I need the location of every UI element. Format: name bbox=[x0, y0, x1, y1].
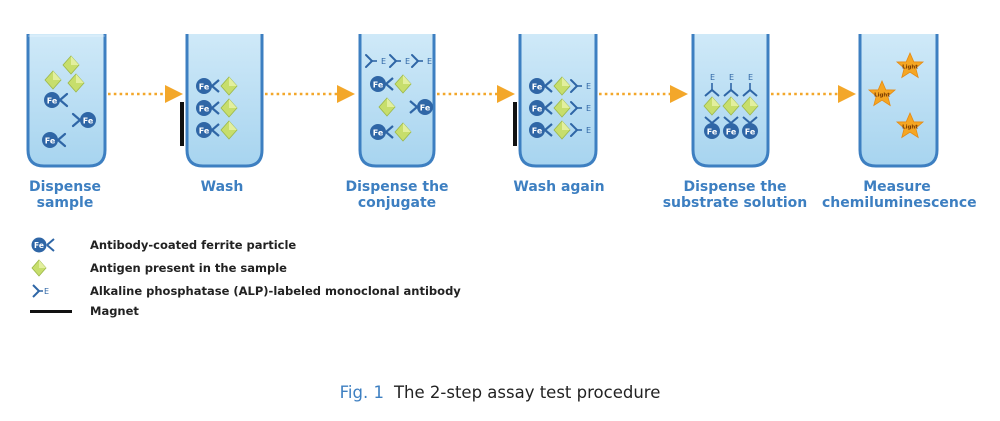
arrow-head bbox=[165, 85, 183, 103]
magnet-icon bbox=[30, 301, 74, 321]
svg-text:Light: Light bbox=[874, 93, 890, 99]
arrow-head bbox=[337, 85, 355, 103]
legend-label: Magnet bbox=[90, 304, 139, 318]
svg-text:Fe: Fe bbox=[199, 126, 210, 135]
legend-item-antibody-ferrite: Fe Antibody-coated ferrite particle bbox=[30, 235, 296, 255]
svg-text:Light: Light bbox=[902, 125, 918, 131]
svg-text:Fe: Fe bbox=[745, 127, 756, 136]
magnet bbox=[513, 102, 517, 146]
legend-item-antigen: Antigen present in the sample bbox=[30, 258, 287, 278]
svg-text:E: E bbox=[44, 287, 49, 296]
legend-item-alp-antibody: E Alkaline phosphatase (ALP)-labeled mon… bbox=[30, 281, 461, 301]
svg-text:Fe: Fe bbox=[199, 104, 210, 113]
sandwich-complex: E Fe bbox=[722, 73, 740, 139]
figure-number: Fig. 1 bbox=[339, 383, 384, 402]
legend-label: Antigen present in the sample bbox=[90, 261, 287, 275]
svg-text:Fe: Fe bbox=[532, 82, 543, 91]
svg-text:Fe: Fe bbox=[373, 128, 384, 137]
antibody-ferrite-particle: Fe bbox=[42, 132, 67, 148]
light-star-icon: Light bbox=[896, 112, 924, 138]
beaker-2: Fe Fe Fe bbox=[180, 34, 264, 168]
step-label-wash: Wash bbox=[200, 179, 244, 195]
svg-text:Fe: Fe bbox=[532, 104, 543, 113]
svg-text:E: E bbox=[405, 57, 410, 66]
alp-antibody-icon: E bbox=[30, 281, 74, 301]
step-label-dispense-sample: Dispense sample bbox=[28, 179, 102, 211]
svg-text:E: E bbox=[710, 73, 715, 82]
particle-complex: Fe Fe Fe bbox=[196, 76, 238, 140]
arrow-head bbox=[670, 85, 688, 103]
svg-text:E: E bbox=[586, 126, 591, 135]
figure-caption: Fig. 1 The 2-step assay test procedure bbox=[0, 383, 1000, 402]
svg-text:E: E bbox=[427, 57, 432, 66]
magnet bbox=[180, 102, 184, 146]
figure-title: The 2-step assay test procedure bbox=[393, 383, 661, 402]
beaker-5: E Fe E Fe E Fe bbox=[691, 34, 770, 168]
step-label-dispense-conjugate: Dispense the conjugate bbox=[345, 179, 449, 211]
step-label-dispense-substrate: Dispense the substrate solution bbox=[662, 179, 808, 211]
beaker-1: Fe Fe Fe bbox=[26, 34, 107, 168]
svg-text:Fe: Fe bbox=[45, 136, 56, 145]
svg-text:E: E bbox=[586, 82, 591, 91]
antigen-icon bbox=[30, 258, 74, 278]
beaker-3: E E E Fe Fe Fe bbox=[358, 34, 436, 168]
svg-text:Light: Light bbox=[902, 65, 918, 71]
process-arrows bbox=[108, 85, 856, 103]
svg-text:E: E bbox=[748, 73, 753, 82]
legend-item-magnet: Magnet bbox=[30, 301, 139, 321]
antibody-ferrite-particle: Fe bbox=[71, 112, 96, 128]
arrow-head bbox=[838, 85, 856, 103]
legend-label: Alkaline phosphatase (ALP)-labeled monoc… bbox=[90, 284, 461, 298]
light-star-icon: Light bbox=[868, 80, 896, 106]
svg-text:Fe: Fe bbox=[34, 241, 44, 250]
svg-text:Fe: Fe bbox=[199, 82, 210, 91]
svg-text:E: E bbox=[381, 57, 386, 66]
step-label-wash-again: Wash again bbox=[513, 179, 605, 195]
antibody-ferrite-icon: Fe bbox=[30, 235, 74, 255]
sandwich-complex: E Fe bbox=[741, 73, 759, 139]
svg-text:Fe: Fe bbox=[707, 127, 718, 136]
legend-label: Antibody-coated ferrite particle bbox=[90, 238, 297, 252]
alp-antibody-row: E E E bbox=[365, 54, 432, 68]
svg-text:Fe: Fe bbox=[373, 80, 384, 89]
svg-text:Fe: Fe bbox=[726, 127, 737, 136]
antibody-ferrite-particle: Fe bbox=[44, 92, 69, 108]
beaker-4: Fe E Fe E Fe E bbox=[513, 34, 598, 168]
svg-text:Fe: Fe bbox=[532, 126, 543, 135]
svg-text:E: E bbox=[729, 73, 734, 82]
light-star-icon: Light bbox=[896, 52, 924, 78]
sandwich-complex: E Fe bbox=[703, 73, 721, 139]
svg-text:Fe: Fe bbox=[83, 116, 94, 125]
beaker-6: Light Light Light bbox=[858, 34, 939, 168]
svg-text:Fe: Fe bbox=[420, 103, 431, 112]
svg-text:Fe: Fe bbox=[47, 96, 58, 105]
arrow-head bbox=[497, 85, 515, 103]
svg-text:E: E bbox=[586, 104, 591, 113]
step-label-measure: Measure chemiluminescence bbox=[822, 179, 977, 211]
